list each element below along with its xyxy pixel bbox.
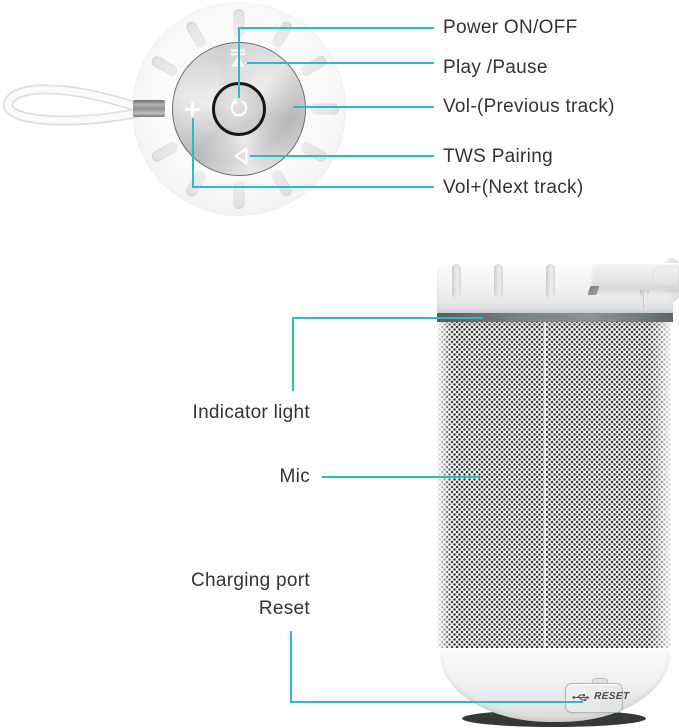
label-vol-minus: Vol-(Previous track) [443, 96, 615, 117]
callout-line-indicator [292, 317, 483, 319]
callout-line-vol-minus [293, 106, 434, 108]
callout-line-power [238, 27, 434, 29]
rim-slot [270, 19, 294, 50]
handle-bracket-end [652, 266, 679, 287]
label-mic: Mic [279, 466, 310, 487]
mic-seam [544, 322, 546, 648]
label-power: Power ON/OFF [443, 17, 578, 38]
callout-line-indicator [292, 318, 294, 391]
rim-slot [298, 140, 329, 164]
tws-pairing-icon [234, 147, 248, 165]
rim-slot [270, 168, 294, 199]
vol-plus-icon [191, 102, 194, 117]
rim-slot [233, 9, 245, 37]
callout-line-mic [322, 476, 480, 478]
lanyard-loop [3, 84, 142, 126]
callout-line-vol-plus [192, 186, 434, 188]
cap-groove [494, 264, 503, 298]
speaker-mesh-grille [437, 322, 671, 648]
callout-line-charging [290, 631, 292, 702]
rim-slot [149, 140, 180, 164]
rim-slot [298, 54, 329, 78]
callout-line-vol-plus [192, 118, 194, 188]
cap-groove [546, 264, 555, 298]
speaker-base [440, 648, 670, 722]
callout-line-power [238, 28, 240, 98]
indicator-light-band [437, 313, 673, 322]
label-vol-plus: Vol+(Next track) [443, 177, 584, 198]
label-charging-port: Charging port [190, 570, 310, 591]
lanyard-clamp [133, 100, 165, 117]
label-tws-pairing: TWS Pairing [443, 146, 553, 167]
reset-port-label: RESET [593, 691, 630, 702]
callout-line-tws [250, 155, 434, 157]
callout-line-play-pause [247, 62, 434, 64]
port-cover-tab [592, 678, 608, 685]
usb-icon [572, 694, 590, 702]
rim-slot [184, 19, 208, 50]
power-icon [230, 98, 248, 117]
rim-slot [184, 168, 208, 199]
callout-line-charging [290, 701, 583, 703]
label-indicator-light: Indicator light [192, 402, 310, 423]
cap-seam [643, 290, 644, 309]
rim-slot [149, 54, 180, 78]
label-play-pause: Play /Pause [443, 57, 548, 78]
label-reset: Reset [258, 598, 310, 619]
cap-groove [452, 264, 461, 298]
